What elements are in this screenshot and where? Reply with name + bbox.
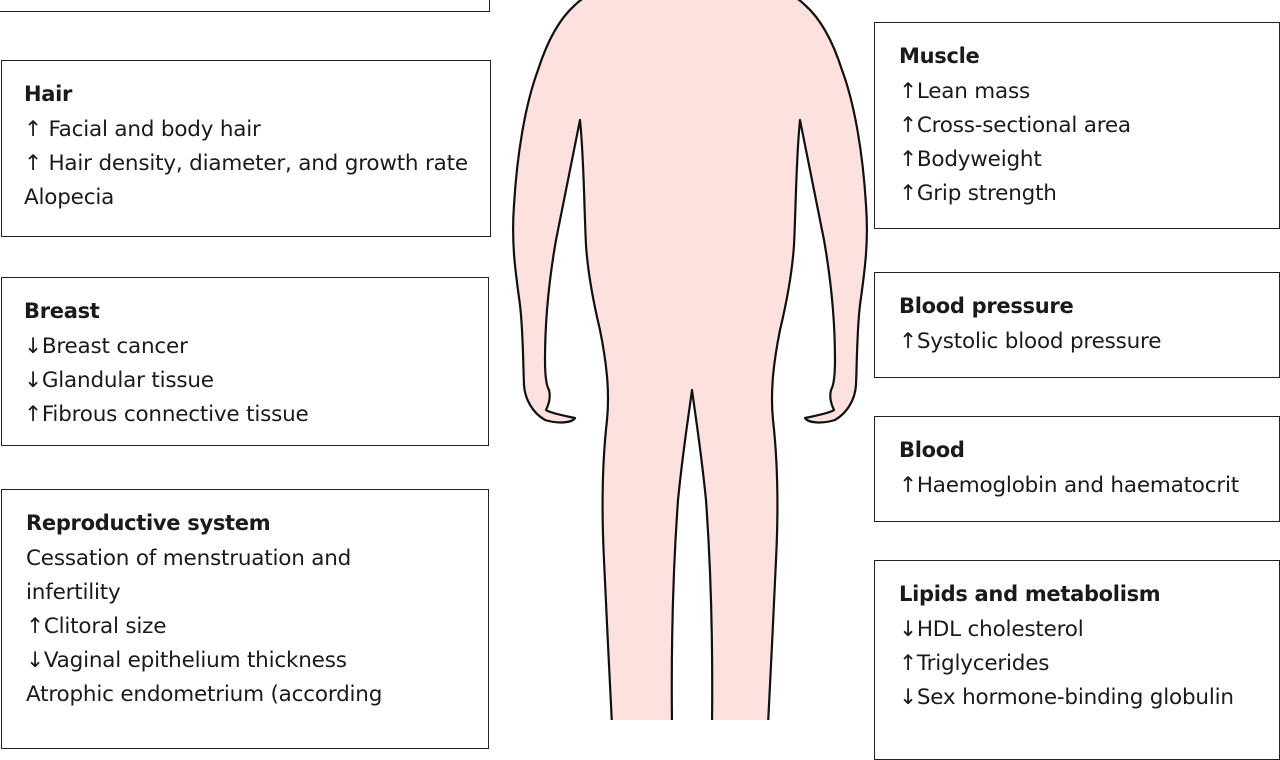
breast-title: Breast bbox=[24, 299, 100, 323]
breast-item: ↓Breast cancer bbox=[24, 334, 188, 359]
reproductive-item: Cessation of menstruation and infertilit… bbox=[26, 546, 352, 605]
reproductive-item: Atrophic endometrium (according bbox=[26, 682, 383, 707]
lipids-item: ↓Sex hormone-binding globulin bbox=[899, 685, 1234, 710]
body-silhouette bbox=[512, 0, 868, 720]
breast-item: ↓Glandular tissue bbox=[24, 368, 214, 393]
blood-pressure-box: Blood pressure ↑Systolic blood pressure bbox=[874, 272, 1280, 378]
muscle-title: Muscle bbox=[899, 44, 980, 68]
reproductive-item: ↓Vaginal epithelium thickness bbox=[26, 648, 347, 673]
blood-pressure-title: Blood pressure bbox=[899, 294, 1074, 318]
hair-item: ↑ Facial and body hair bbox=[24, 117, 261, 142]
breast-item: ↑Fibrous connective tissue bbox=[24, 402, 309, 427]
lipids-item: ↓HDL cholesterol bbox=[899, 617, 1084, 642]
hair-item: Alopecia bbox=[24, 185, 115, 210]
blood-box: Blood ↑Haemoglobin and haematocrit bbox=[874, 416, 1280, 522]
muscle-box: Muscle ↑Lean mass ↑Cross-sectional area … bbox=[874, 22, 1280, 229]
reproductive-title: Reproductive system bbox=[26, 511, 271, 535]
blood-title: Blood bbox=[899, 438, 965, 462]
reproductive-box: Reproductive system Cessation of menstru… bbox=[1, 489, 489, 749]
lipids-item: ↑Triglycerides bbox=[899, 651, 1050, 676]
lipids-title: Lipids and metabolism bbox=[899, 582, 1161, 606]
muscle-item: ↑Bodyweight bbox=[899, 147, 1042, 172]
muscle-item: ↑Lean mass bbox=[899, 79, 1030, 104]
top-left-box-partial bbox=[0, 0, 490, 12]
lipids-box: Lipids and metabolism ↓HDL cholesterol ↑… bbox=[874, 560, 1280, 760]
muscle-item: ↑Cross-sectional area bbox=[899, 113, 1131, 138]
hair-box: Hair ↑ Facial and body hair ↑ Hair densi… bbox=[1, 60, 491, 237]
muscle-item: ↑Grip strength bbox=[899, 181, 1057, 206]
hair-item: ↑ Hair density, diameter, and growth rat… bbox=[24, 151, 468, 176]
breast-box: Breast ↓Breast cancer ↓Glandular tissue … bbox=[1, 277, 489, 446]
blood-pressure-item: ↑Systolic blood pressure bbox=[899, 329, 1162, 354]
reproductive-item: ↑Clitoral size bbox=[26, 614, 167, 639]
human-body-figure bbox=[512, 0, 868, 720]
hair-title: Hair bbox=[24, 82, 73, 106]
blood-item: ↑Haemoglobin and haematocrit bbox=[899, 473, 1240, 498]
